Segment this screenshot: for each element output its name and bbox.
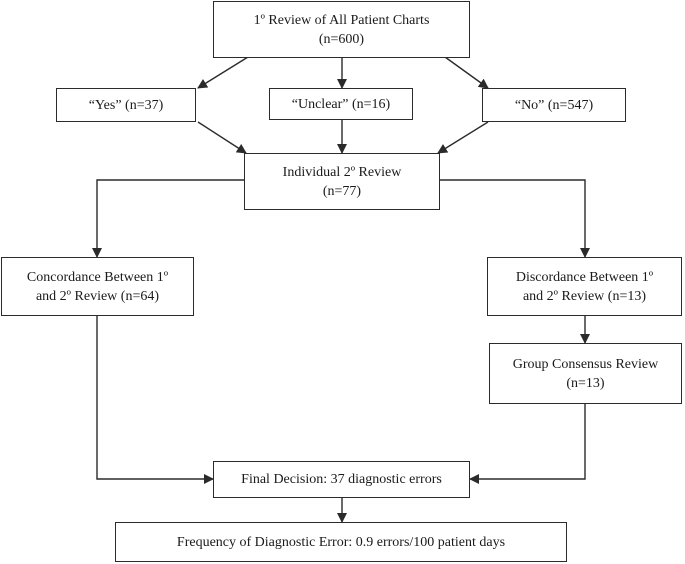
frequency-box: Frequency of Diagnostic Error: 0.9 error… [115,522,567,562]
secondary-review-count: (n=77) [322,183,362,199]
final-decision-label: Final Decision: 37 diagnostic errors [241,472,442,487]
discordance-line1: Discordance Between 1º [515,269,654,285]
yes-label: “Yes” (n=37) [88,97,164,113]
no-box: “No” (n=547) [482,88,626,122]
group-consensus-count: (n=13) [566,375,605,391]
arrow-concordance-to-final [96,316,214,484]
discordance-box: Discordance Between 1º and 2º Review (n=… [487,257,682,316]
no-label: “No” (n=547) [514,97,594,113]
group-consensus-title: Group Consensus Review [512,356,659,372]
unclear-label: “Unclear” (n=16) [291,96,391,112]
arrow-primary-to-yes [197,56,249,89]
secondary-review-box: Individual 2º Review (n=77) [244,153,440,210]
primary-review-title: 1º Review of All Patient Charts [253,12,430,28]
concordance-box: Concordance Between 1º and 2º Review (n=… [1,257,194,316]
primary-review-box: 1º Review of All Patient Charts (n=600) [213,1,470,58]
primary-review-count: (n=600) [318,31,365,47]
concordance-line2: and 2º Review (n=64) [35,288,160,304]
yes-box: “Yes” (n=37) [56,88,196,122]
arrow-primary-to-no [444,56,489,89]
final-decision-box: Final Decision: 37 diagnostic errors [213,461,470,498]
discordance-line2: and 2º Review (n=13) [522,288,647,304]
secondary-review-title: Individual 2º Review [282,164,402,180]
frequency-label: Frequency of Diagnostic Error: 0.9 error… [176,534,506,550]
arrow-no-to-secondary [437,121,489,154]
group-consensus-box: Group Consensus Review (n=13) [489,343,682,404]
arrow-secondary-to-discordance [440,179,590,258]
unclear-box: “Unclear” (n=16) [269,88,413,120]
arrow-secondary-to-concordance [92,179,244,258]
concordance-line1: Concordance Between 1º [26,269,169,285]
arrow-group-to-final [469,404,586,484]
arrow-yes-to-secondary [197,121,247,154]
